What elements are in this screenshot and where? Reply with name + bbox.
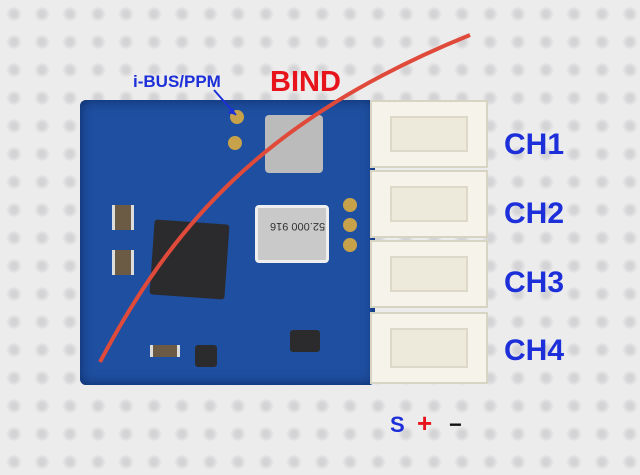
crystal: 52.000 916: [255, 205, 329, 263]
transistor: [195, 345, 217, 367]
channel-connector-2: [370, 170, 488, 238]
transistor: [290, 330, 320, 352]
ch2-label: CH2: [504, 197, 565, 230]
pad: [343, 218, 357, 232]
smd-component: [112, 250, 134, 275]
channel-connector-1: [370, 100, 488, 168]
minus-pin-label: −: [449, 412, 462, 437]
smd-component: [150, 345, 180, 357]
channel-connector-4: [370, 312, 488, 384]
antenna-wire: [98, 33, 471, 363]
plus-pin-label: +: [417, 408, 433, 438]
pad: [343, 238, 357, 252]
ch3-label: CH3: [504, 266, 565, 299]
channel-connector-3: [370, 240, 488, 308]
pad: [228, 136, 242, 150]
ch1-label: CH1: [504, 128, 565, 161]
signal-pin-label: S: [390, 412, 405, 437]
ch4-label: CH4: [504, 334, 565, 367]
pad: [343, 198, 357, 212]
bind-label: BIND: [270, 66, 341, 98]
smd-component: [112, 205, 134, 230]
ibus-ppm-label: i-BUS/PPM: [133, 72, 221, 91]
